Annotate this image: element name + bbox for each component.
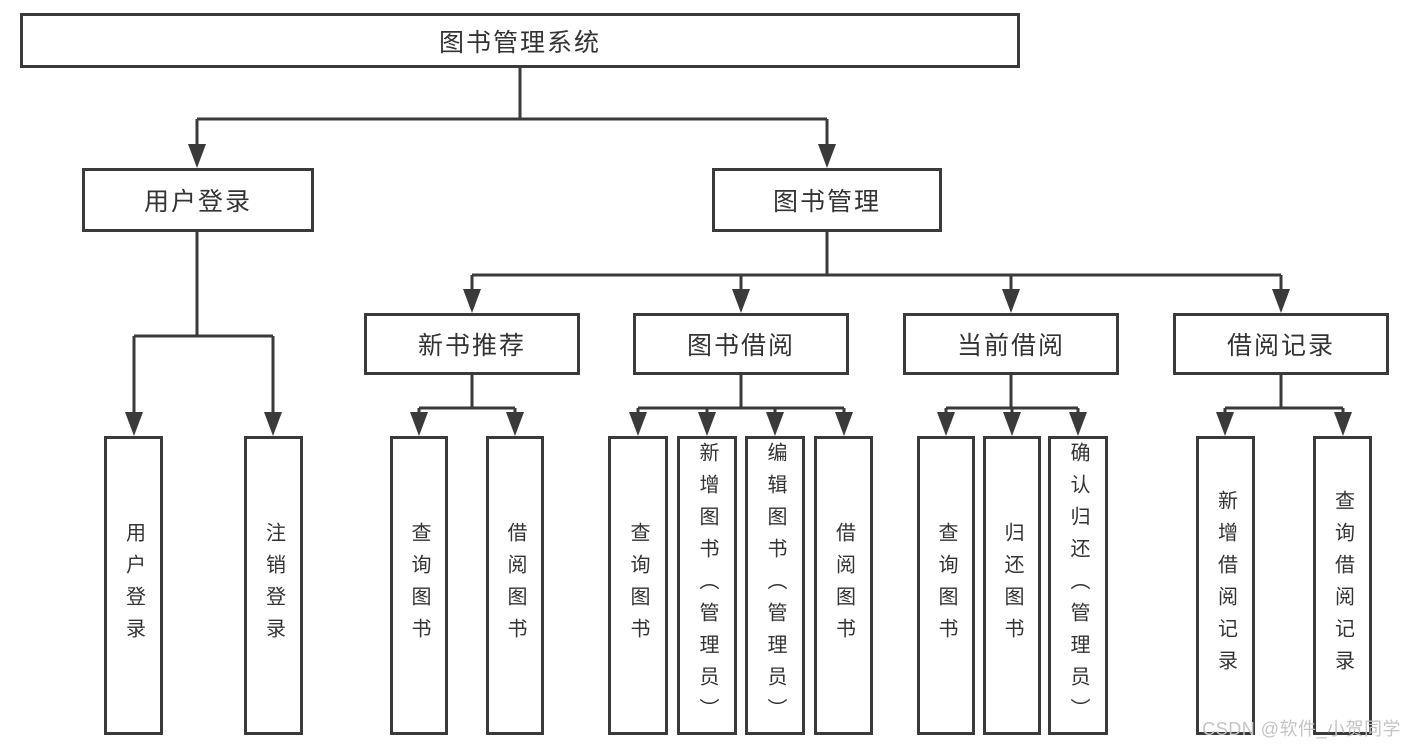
- connector-borrowing-branch: [636, 375, 846, 417]
- arrowhead-icon: [629, 412, 647, 436]
- csdn-watermark: CSDN @软件_小贺同学: [1202, 719, 1401, 739]
- arrowhead-icon: [1216, 412, 1234, 436]
- arrowhead-icon: [818, 144, 836, 168]
- arrowhead-icon: [698, 412, 716, 436]
- leaf-user-login: 用户登录: [104, 436, 163, 735]
- arrowhead-icon: [410, 412, 428, 436]
- leaf-add-book-admin: 新增图书（管理员）: [677, 436, 737, 735]
- connector-strokes: [132, 68, 1345, 418]
- arrowhead-icon: [506, 412, 524, 436]
- arrowhead-icon: [264, 412, 282, 436]
- leaf-query-borrow-record: 查询借阅记录: [1313, 436, 1372, 735]
- leaf-borrow-books-recommend: 借阅图书: [486, 436, 544, 735]
- arrowhead-icon: [1334, 412, 1352, 436]
- connector-bookmgmt-branch: [470, 232, 1283, 295]
- node-book-management: 图书管理: [712, 168, 942, 232]
- arrowhead-icon: [766, 412, 784, 436]
- leaf-query-books-current: 查询图书: [917, 436, 975, 735]
- arrowheads: [125, 144, 1352, 436]
- node-user-login: 用户登录: [82, 168, 314, 232]
- leaf-query-books-recommend: 查询图书: [390, 436, 448, 735]
- leaf-confirm-return-admin: 确认归还（管理员）: [1048, 436, 1108, 735]
- connector-current-branch: [944, 375, 1080, 417]
- arrowhead-icon: [1069, 412, 1087, 436]
- leaf-logout: 注销登录: [244, 436, 303, 735]
- arrowhead-icon: [125, 412, 143, 436]
- arrowhead-icon: [1002, 289, 1020, 313]
- node-current-borrowing: 当前借阅: [903, 313, 1119, 375]
- connector-newbook-branch: [417, 375, 517, 417]
- connector-records-branch: [1223, 375, 1345, 417]
- node-borrow-records: 借阅记录: [1173, 313, 1389, 375]
- connector-userlogin-branch: [132, 232, 275, 418]
- node-root-library-system: 图书管理系统: [20, 13, 1020, 68]
- leaf-add-borrow-record: 新增借阅记录: [1196, 436, 1255, 735]
- leaf-edit-book-admin: 编辑图书（管理员）: [745, 436, 805, 735]
- arrowhead-icon: [188, 144, 206, 168]
- leaf-borrow-books: 借阅图书: [814, 436, 873, 735]
- arrowhead-icon: [1272, 289, 1290, 313]
- arrowhead-icon: [835, 412, 853, 436]
- node-new-book-recommend: 新书推荐: [364, 313, 580, 375]
- leaf-query-books-borrowing: 查询图书: [608, 436, 668, 735]
- node-book-borrowing: 图书借阅: [633, 313, 849, 375]
- leaf-return-books: 归还图书: [983, 436, 1041, 735]
- connector-root-to-level2: [195, 68, 829, 150]
- arrowhead-icon: [1003, 412, 1021, 436]
- arrowhead-icon: [732, 289, 750, 313]
- arrowhead-icon: [463, 289, 481, 313]
- arrowhead-icon: [937, 412, 955, 436]
